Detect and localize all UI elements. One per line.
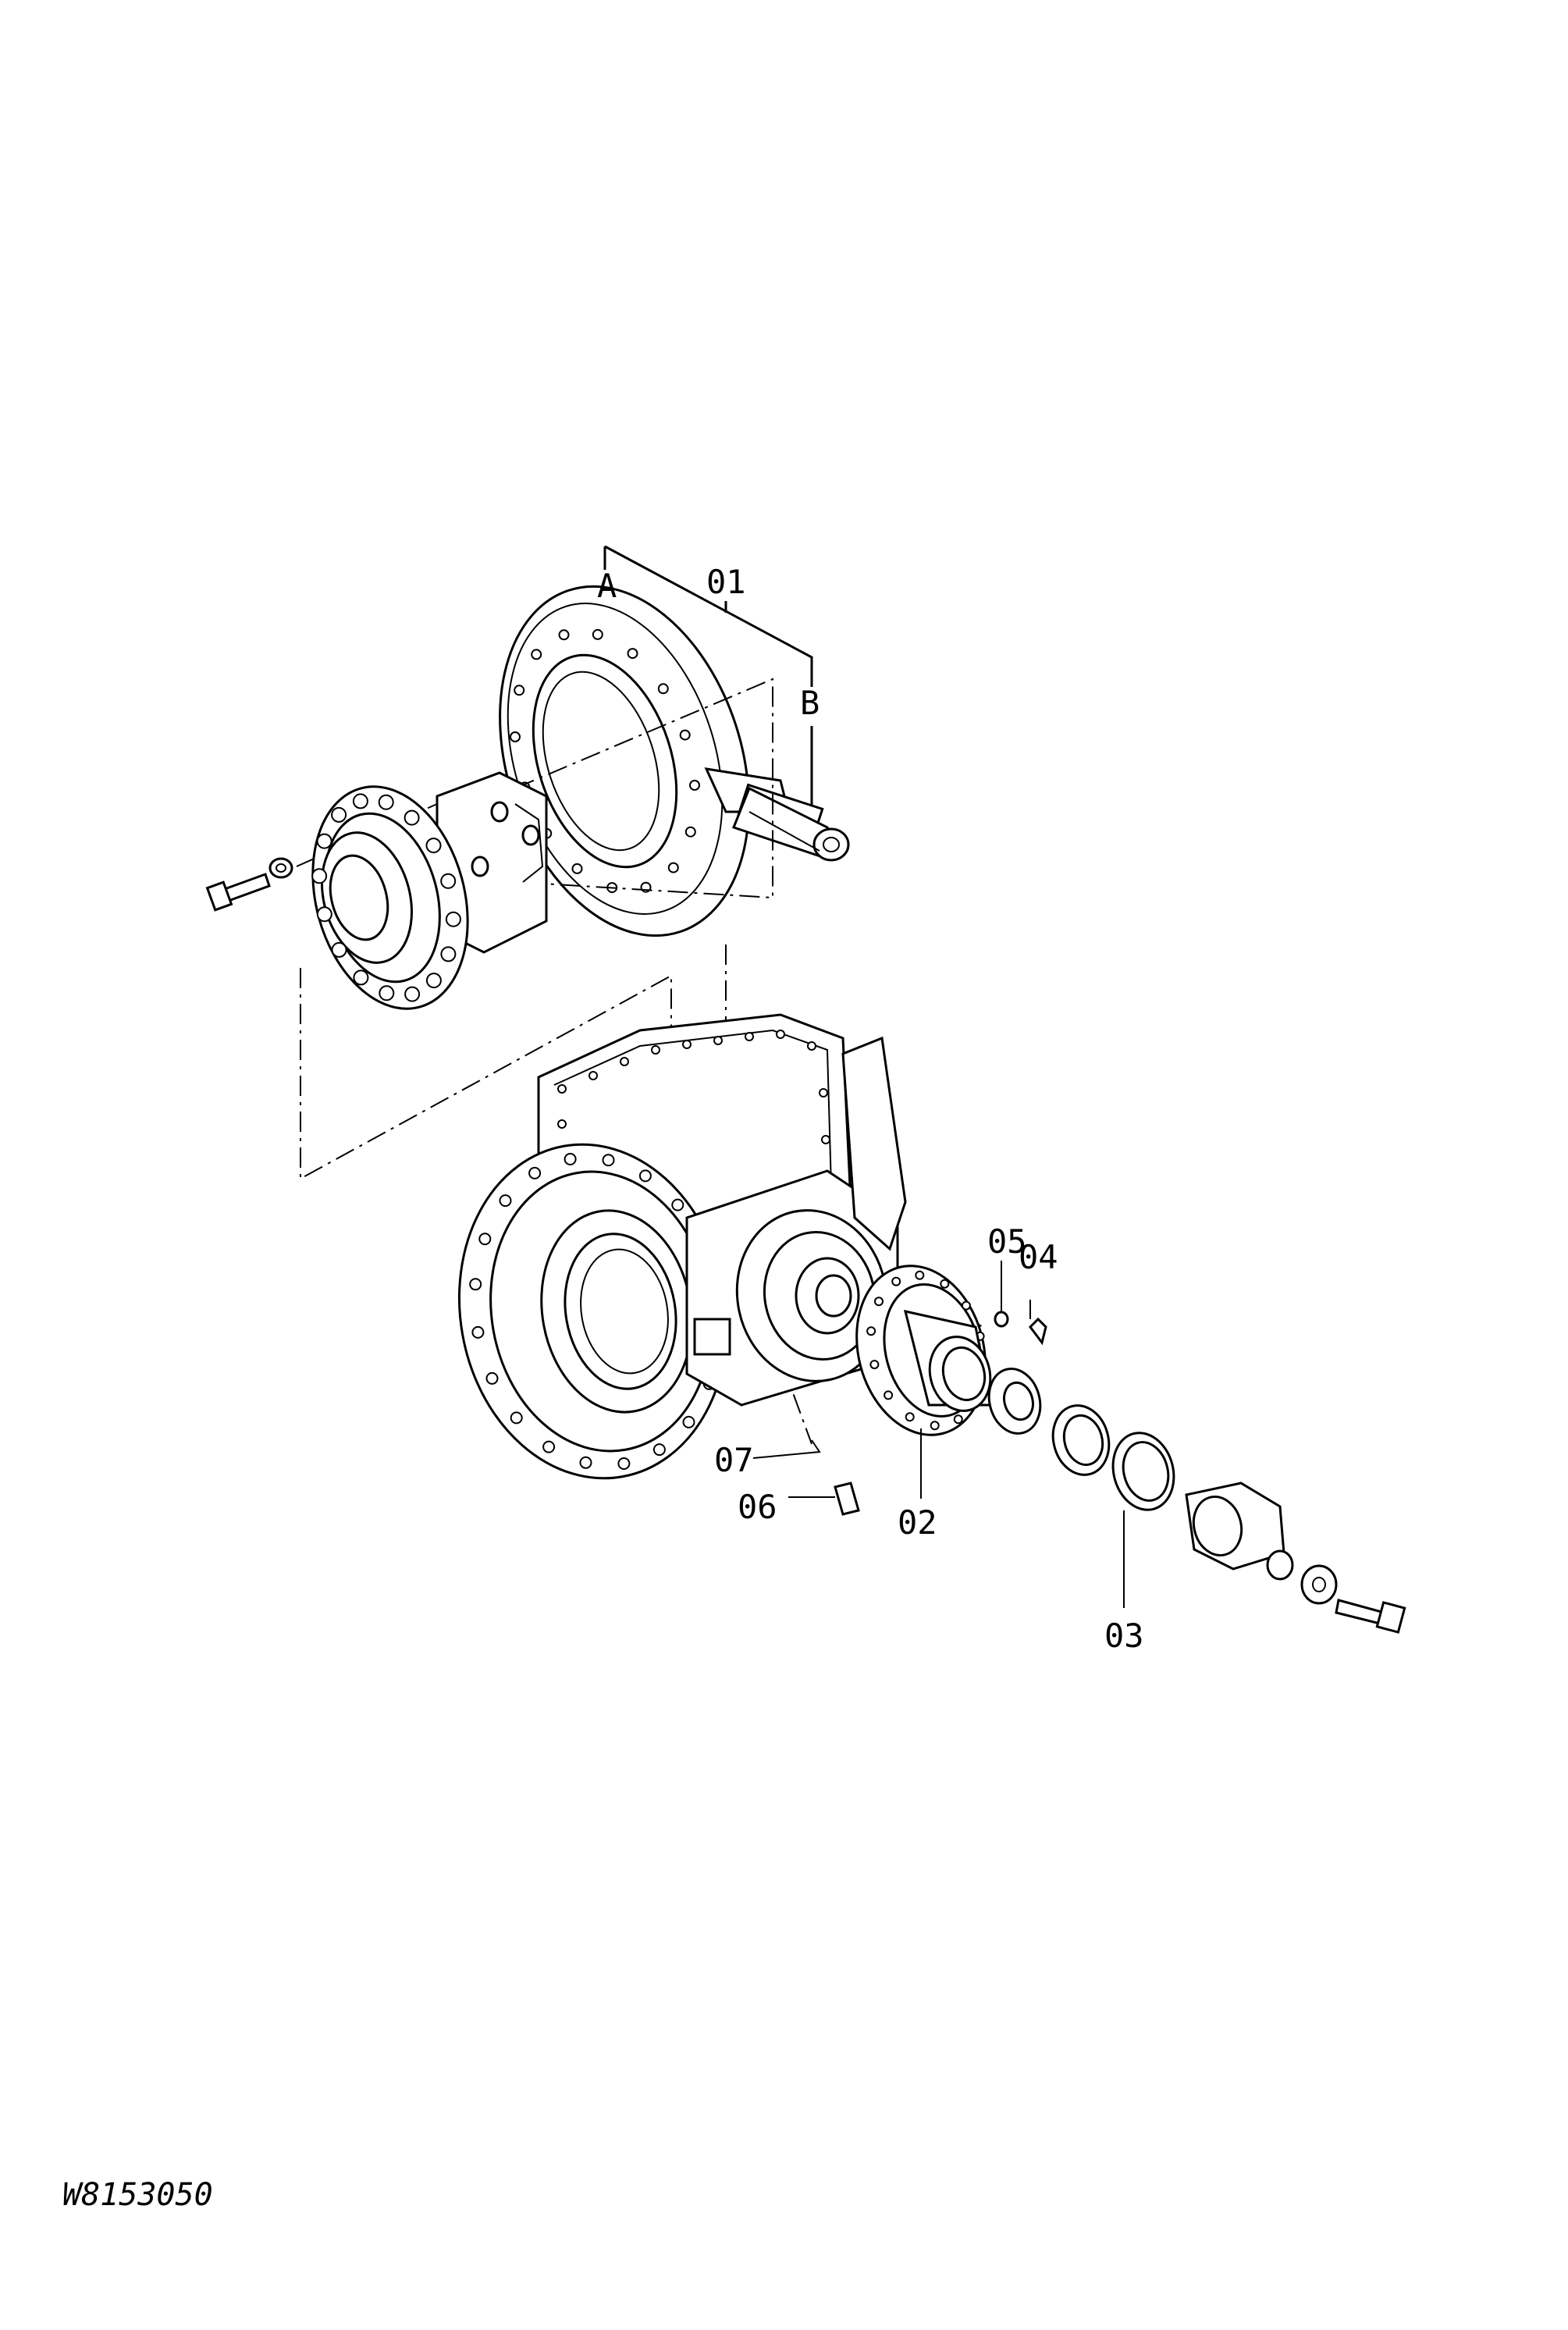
housing-hole [819, 1088, 828, 1097]
bolt-hole [679, 729, 691, 741]
carrier-hole [884, 1390, 894, 1400]
flange-hole [602, 1154, 615, 1167]
flange-hole [564, 1153, 577, 1165]
carrier-hole [891, 1276, 901, 1286]
bolt-hole [531, 649, 542, 660]
flange-bolt [1335, 1599, 1406, 1634]
case-bolt-head [440, 873, 457, 889]
oil-seal [1051, 1404, 1111, 1476]
carrier-hole [905, 1412, 915, 1422]
case-bolt-head [352, 793, 368, 809]
flange-hole [469, 1278, 482, 1291]
carrier-hole [940, 1279, 950, 1289]
case-bolt-head [331, 941, 347, 958]
bolt-hole [627, 648, 638, 660]
flange-hole [499, 1194, 512, 1208]
spacer-ring [1111, 1432, 1175, 1608]
bolt-hole [684, 826, 696, 838]
housing-hole [745, 1032, 754, 1041]
housing-hole [821, 1135, 830, 1144]
bolt-hole [657, 683, 669, 695]
flange-hole [682, 1415, 695, 1428]
carrier-hole [930, 1421, 940, 1431]
housing-hole [557, 1119, 567, 1129]
flange-hole [478, 1233, 492, 1246]
case-bolt-head [378, 794, 394, 810]
housing-hole [620, 1057, 629, 1066]
pinion-shaft [704, 767, 850, 862]
housing-hole [651, 1045, 660, 1055]
case-bolt-head [404, 986, 421, 1002]
flange-hole [638, 1169, 652, 1183]
carrier-hole [915, 1270, 925, 1280]
differential-case [311, 771, 548, 1010]
bolt-hole [689, 780, 700, 791]
flange-hole [542, 1440, 556, 1453]
bolt-hole [514, 685, 525, 696]
callout-04: 04 [1019, 1238, 1058, 1276]
case-bolt-head [425, 973, 442, 989]
flange-hole [485, 1371, 499, 1385]
housing-hole [807, 1041, 816, 1051]
case-bolt-head [353, 969, 369, 986]
housing-hole [713, 1036, 723, 1045]
flange-hole [471, 1325, 485, 1339]
callout-03: 03 [1104, 1617, 1144, 1655]
callout-B: B [800, 684, 820, 722]
differential-case-bolts [311, 793, 461, 1002]
callout-05: 05 [987, 1222, 1027, 1261]
housing-hole [682, 1040, 692, 1049]
bolt-hole [592, 628, 603, 640]
bolt-hole [558, 629, 570, 641]
callout-01: 01 [706, 563, 746, 601]
case-bolt-head [316, 833, 332, 849]
case-bolt-head [331, 806, 347, 823]
case-bolt-head [379, 985, 395, 1001]
companion-flange [1185, 1482, 1338, 1605]
case-bolt-head [445, 911, 461, 927]
case-bolt-head [425, 838, 442, 854]
flange-hole [579, 1456, 592, 1469]
callout-A: A [597, 567, 617, 605]
breather [788, 1482, 860, 1516]
carrier-hole [866, 1326, 876, 1336]
pinion-carrier [855, 1265, 993, 1499]
flange-hole [652, 1443, 666, 1457]
carrier-hole [869, 1360, 880, 1370]
bolt-hole [667, 862, 679, 873]
housing-hole [557, 1084, 567, 1094]
bearing [987, 1368, 1042, 1435]
bolt-hole [510, 731, 521, 742]
flange-hole [528, 1166, 542, 1179]
bolt-hole [571, 863, 583, 874]
ring-gear [499, 585, 750, 937]
case-bolt-head [404, 809, 420, 826]
callout-07: 07 [714, 1441, 754, 1479]
housing-hole [776, 1030, 785, 1039]
housing-hole [588, 1071, 598, 1080]
callout-02: 02 [898, 1503, 937, 1542]
case-bolt-head [316, 906, 332, 923]
flange-hole [617, 1457, 631, 1470]
carrier-washer [994, 1261, 1009, 1328]
leader-07 [752, 1439, 821, 1459]
case-washer [268, 857, 293, 879]
case-bolt-head [440, 946, 457, 962]
flange-hole [671, 1198, 684, 1211]
carrier-bolt [1029, 1300, 1047, 1346]
carrier-hole [961, 1300, 971, 1311]
carrier-hole [874, 1297, 884, 1307]
figure-id: W8153050 [62, 2177, 213, 2213]
callout-06: 06 [738, 1488, 777, 1526]
flange-hole [510, 1411, 523, 1425]
case-bolt [205, 873, 271, 912]
case-bolt-head [311, 868, 328, 884]
carrier-hole [953, 1414, 963, 1425]
axle-housing [457, 1013, 907, 1480]
